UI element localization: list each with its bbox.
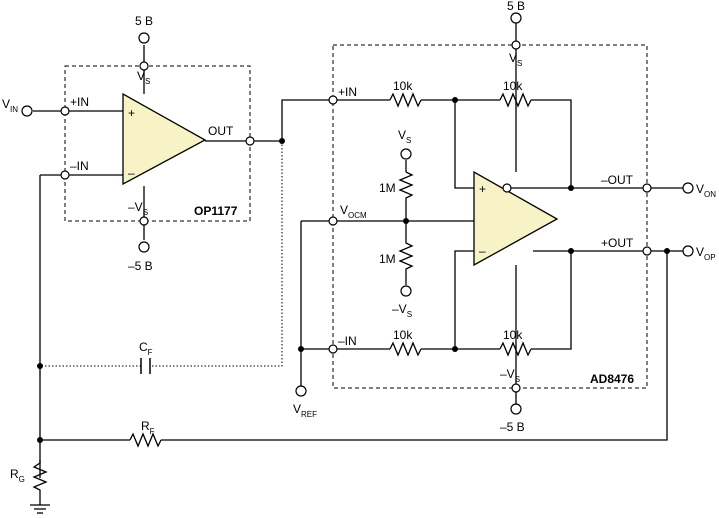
ad8476-inverting-output-bubble (502, 183, 512, 193)
junction-bot-node (452, 346, 458, 352)
op1177-5v-terminal[interactable] (138, 32, 150, 44)
junction-cf-left (37, 363, 43, 369)
ad8476-vs-pin (511, 40, 521, 50)
ad8476-plus-sign: + (479, 182, 486, 196)
ad8476-minus-sign: – (479, 244, 486, 258)
op1177-out-pin (245, 136, 255, 146)
vop-label: VOP (696, 245, 716, 262)
op1177-amplifier (122, 92, 207, 186)
div-negvs-label: –VS (392, 302, 412, 319)
ad8476-negvs-pin (511, 383, 521, 393)
op1177-minus-in-label: –IN (70, 159, 89, 173)
cf-dotted-wire (152, 141, 283, 367)
inter-stage-wire (281, 99, 333, 141)
res-div-bot (398, 221, 414, 285)
ad8476-minus-in-label: –IN (338, 334, 357, 348)
vin-terminal[interactable] (21, 105, 33, 117)
rg-resistor (32, 460, 48, 505)
op1177-negvs-label: –VS (128, 200, 148, 217)
vop-terminal[interactable] (682, 245, 694, 257)
op1177-minus-sign: – (128, 166, 135, 180)
ad8476-rail-neg-label: –5 B (500, 420, 525, 434)
div-vs-terminal[interactable] (400, 148, 412, 160)
op1177-neg5v-terminal[interactable] (138, 241, 150, 253)
ad8476-negvs-label: –VS (500, 367, 520, 384)
res-fb-top-label: 10k (503, 79, 523, 93)
div-negvs-terminal[interactable] (400, 285, 412, 297)
rf-label: RF (141, 419, 155, 436)
op1177-plus-sign: + (128, 106, 135, 120)
junction-top-node (452, 97, 458, 103)
res-in-top-label: 10k (393, 79, 413, 93)
rg-label: RG (10, 467, 25, 484)
op1177-plus-in-label: +IN (70, 95, 89, 109)
cf-label: CF (139, 340, 153, 357)
ad8476-vocm-label: VOCM (340, 203, 367, 220)
ad8476-plus-in-pin (328, 95, 338, 105)
ad8476-out-pos-label: +OUT (601, 236, 634, 250)
op1177-negvs-pin (139, 216, 149, 226)
ad8476-name-label: AD8476 (590, 372, 634, 386)
res-in-bot (389, 341, 422, 357)
ad8476-bot-right-wire (531, 251, 572, 350)
vref-label: VREF (293, 402, 317, 419)
junction-out-neg (568, 185, 574, 191)
ad8476-vs-label: VS (509, 51, 522, 68)
von-label: VON (696, 182, 716, 199)
junction-rf-left (37, 437, 43, 443)
ad8476-out-pos-pin (642, 246, 652, 256)
op1177-out-label: OUT (208, 124, 234, 138)
ad8476-neg5v-terminal[interactable] (510, 403, 522, 415)
ad8476-plus-node-wire (454, 100, 474, 189)
junction-vocm (403, 218, 409, 224)
ad8476-plus-in-label: +IN (338, 85, 357, 99)
ad8476-amplifier (473, 170, 559, 267)
junction-vref-minus-in (298, 346, 304, 352)
vref-terminal[interactable] (295, 385, 307, 397)
op1177-rail-neg-label: –5 B (128, 259, 153, 273)
rf-wire-right (161, 250, 668, 441)
div-vs-label: VS (398, 128, 411, 145)
ad8476-top-right-wire (531, 99, 572, 188)
junction-vop (664, 248, 670, 254)
op1177-rail-pos-label: 5 B (135, 14, 153, 28)
ad8476-out-neg-pin (642, 183, 652, 193)
ad8476-vocm-pin (328, 216, 338, 226)
ad8476-5v-terminal[interactable] (510, 12, 522, 24)
op1177-minus-in-pin (60, 170, 70, 180)
op1177-vs-label: VS (137, 69, 150, 86)
res-in-bot-label: 10k (393, 328, 413, 342)
res-div-bot-label: 1M (379, 252, 396, 266)
op1177-vs-pin (139, 61, 149, 71)
vin-label: VIN (2, 97, 18, 114)
ad8476-out-neg-label: –OUT (601, 173, 634, 187)
res-in-top (389, 92, 422, 108)
von-terminal[interactable] (682, 182, 694, 194)
ad8476-minus-in-pin (328, 344, 338, 354)
rf-resistor (129, 432, 162, 448)
ad8476-rail-pos-label: 5 B (507, 0, 525, 13)
res-div-top (398, 171, 414, 221)
op1177-name-label: OP1177 (194, 204, 238, 218)
op1177-plus-in-pin (60, 106, 70, 116)
res-div-top-label: 1M (379, 181, 396, 195)
res-fb-bot-label: 10k (503, 328, 523, 342)
ad8476-minus-node-wire (454, 250, 474, 349)
